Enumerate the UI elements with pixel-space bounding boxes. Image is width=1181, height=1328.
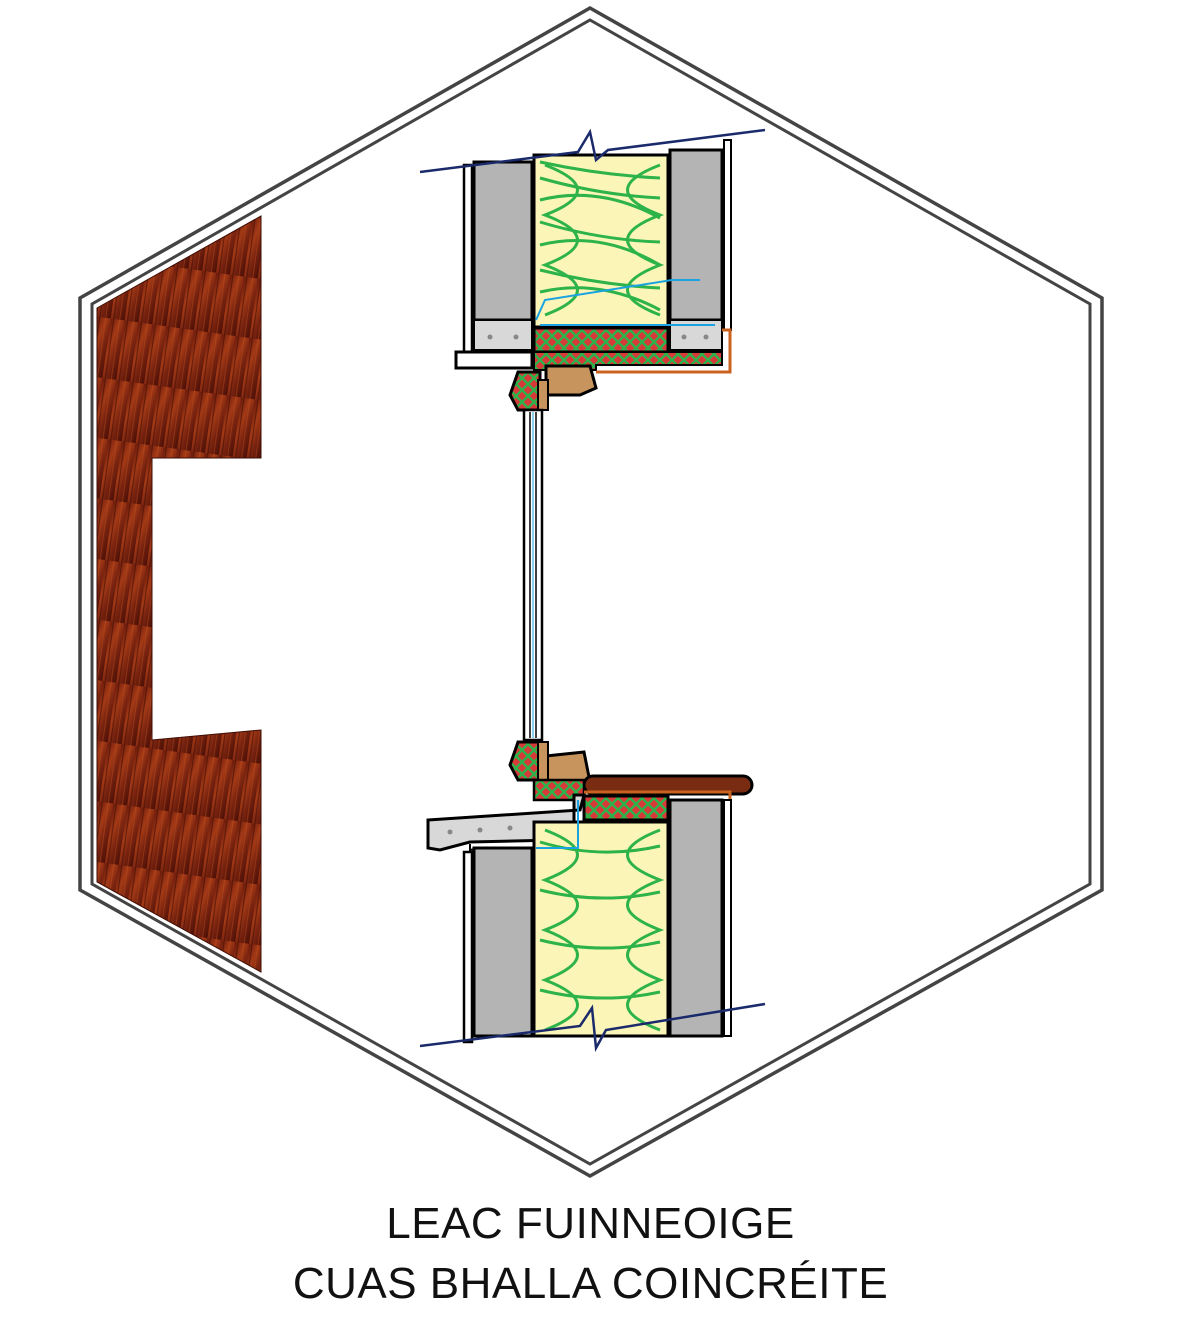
lower-wall-section [419,740,766,1053]
wood-sample [96,215,262,973]
upper-wall-section [419,128,766,412]
window-section-diagram [78,5,1104,1179]
caption-line-1: LEAC FUINNEOIGE [386,1199,795,1248]
caption-line-2: CUAS BHALLA COINCRÉITE [292,1259,889,1308]
hexagon-frame [78,5,1104,1179]
glazing [522,408,544,742]
